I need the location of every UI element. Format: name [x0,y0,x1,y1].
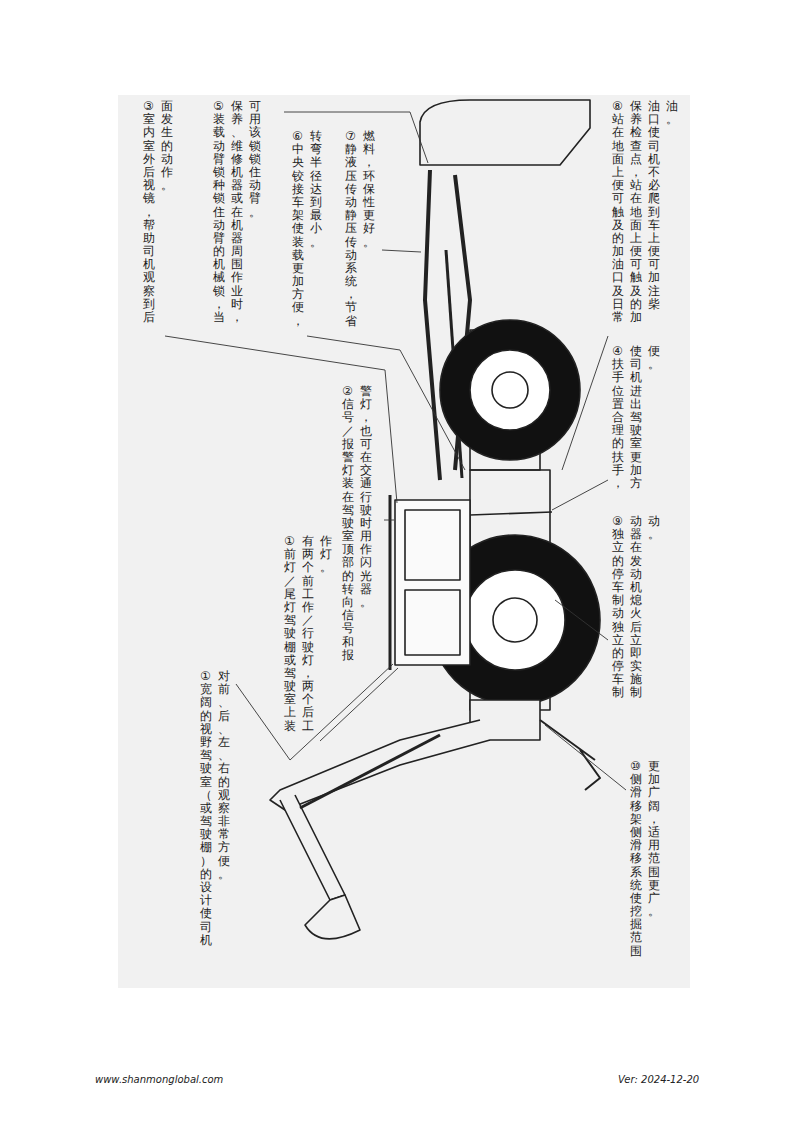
callout-text: ⑩ 侧滑移架 侧滑移系统使挖掘范围更加广阔，适用范围更广。 [630,760,660,960]
leader-line [320,668,398,741]
lift-arm [425,170,440,480]
callout-text: ⑦ 静液压传动 静压传动系统，节省燃料，环保性更好。 [345,130,375,330]
callout-text: ④ 扶手 位置合理的扶手，使司机进出驾驶室更加方便。 [612,345,660,500]
callout-text: ⑧ 站在地面上便可触及的加油口及日常保养检查点，站在地面上便可触及的加油口使司机… [612,100,678,330]
leader-line [236,664,393,760]
callout-text: ⑤ 装载动臂锁 种锁住动臂的机械锁，当保养、维修机器或在机器周围作业时，可用该锁… [213,100,261,325]
cab-roof [389,495,392,670]
leader-line [555,600,608,640]
footer-text: www.shanmonglobal.com [95,1074,223,1085]
label-wrap: www.shanmonglobal.com [95,1074,223,1085]
callout-text: ⑨ 独立的停车制动 独立的停车制动器在发动机熄火后立即实施制动。 [612,515,660,700]
front-rim [470,350,550,430]
boom [270,720,490,810]
front-hub [492,372,528,408]
callout-text: ③ 室内室外后视镜，帮助司机观察到后面发生的动作。 [143,100,173,330]
leader-line [545,725,626,790]
leader-line [382,250,421,252]
callout-text: ① 前灯／尾灯 驾驶棚或驾驶室上装有两个前工作／行驶灯，两个后工作灯。 [284,535,332,735]
leader-line [307,336,465,470]
footer-text: Ver: 2024-12-20 [618,1074,699,1085]
backhoe-bucket [305,895,360,939]
label-wrap: ② 信号／报警灯 装在驾驶室顶部的转向信号和报警灯，也可在交通行驶时用作闪光器。 [342,385,372,665]
scan-ground [118,95,690,988]
loader-bucket [420,100,590,165]
callout-text: ⑥ 中央铰接车架 使装载更加方便，转弯半径达到最小。 [292,130,322,330]
label-wrap: ⑥ 中央铰接车架 使装载更加方便，转弯半径达到最小。 [292,130,322,330]
label-wrap: ⑨ 独立的停车制动 独立的停车制动器在发动机熄火后立即实施制动。 [612,515,660,700]
cab-window [405,590,460,655]
rear-rim [465,570,565,670]
leader-line [552,480,608,510]
label-wrap: ④ 扶手 位置合理的扶手，使司机进出驾驶室更加方便。 [612,345,660,500]
front-tyre [440,320,580,460]
rear-hub [493,598,537,642]
boom-cylinder [300,735,440,808]
callout-text: ② 信号／报警灯 装在驾驶室顶部的转向信号和报警灯，也可在交通行驶时用作闪光器。 [342,385,372,665]
label-wrap: ⑤ 装载动臂锁 种锁住动臂的机械锁，当保养、维修机器或在机器周围作业时，可用该锁… [213,100,261,325]
callout-text: ① 宽阔的视野 驾驶室（或驾驶棚）的设计使司机对前、后、左、右的观察非常方便。 [200,670,230,950]
leader-line [562,336,608,470]
label-wrap: ① 前灯／尾灯 驾驶棚或驾驶室上装有两个前工作／行驶灯，两个后工作灯。 [284,535,332,735]
label-wrap: Ver: 2024-12-20 [618,1074,699,1085]
cab [395,500,470,665]
handrail [470,512,552,515]
label-wrap: ⑦ 静液压传动 静压传动系统，节省燃料，环保性更好。 [345,130,375,330]
dipper [280,795,345,900]
label-wrap: ① 宽阔的视野 驾驶室（或驾驶棚）的设计使司机对前、后、左、右的观察非常方便。 [200,670,230,950]
cab-window [405,510,460,580]
stabilizer [540,720,600,790]
label-wrap: ⑩ 侧滑移架 侧滑移系统使挖掘范围更加广阔，适用范围更广。 [630,760,660,960]
leader-line [384,520,394,521]
label-wrap: ③ 室内室外后视镜，帮助司机观察到后面发生的动作。 [143,100,173,330]
backhoe-loader [270,100,600,939]
label-wrap: ⑧ 站在地面上便可触及的加油口及日常保养检查点，站在地面上便可触及的加油口使司机… [612,100,678,330]
